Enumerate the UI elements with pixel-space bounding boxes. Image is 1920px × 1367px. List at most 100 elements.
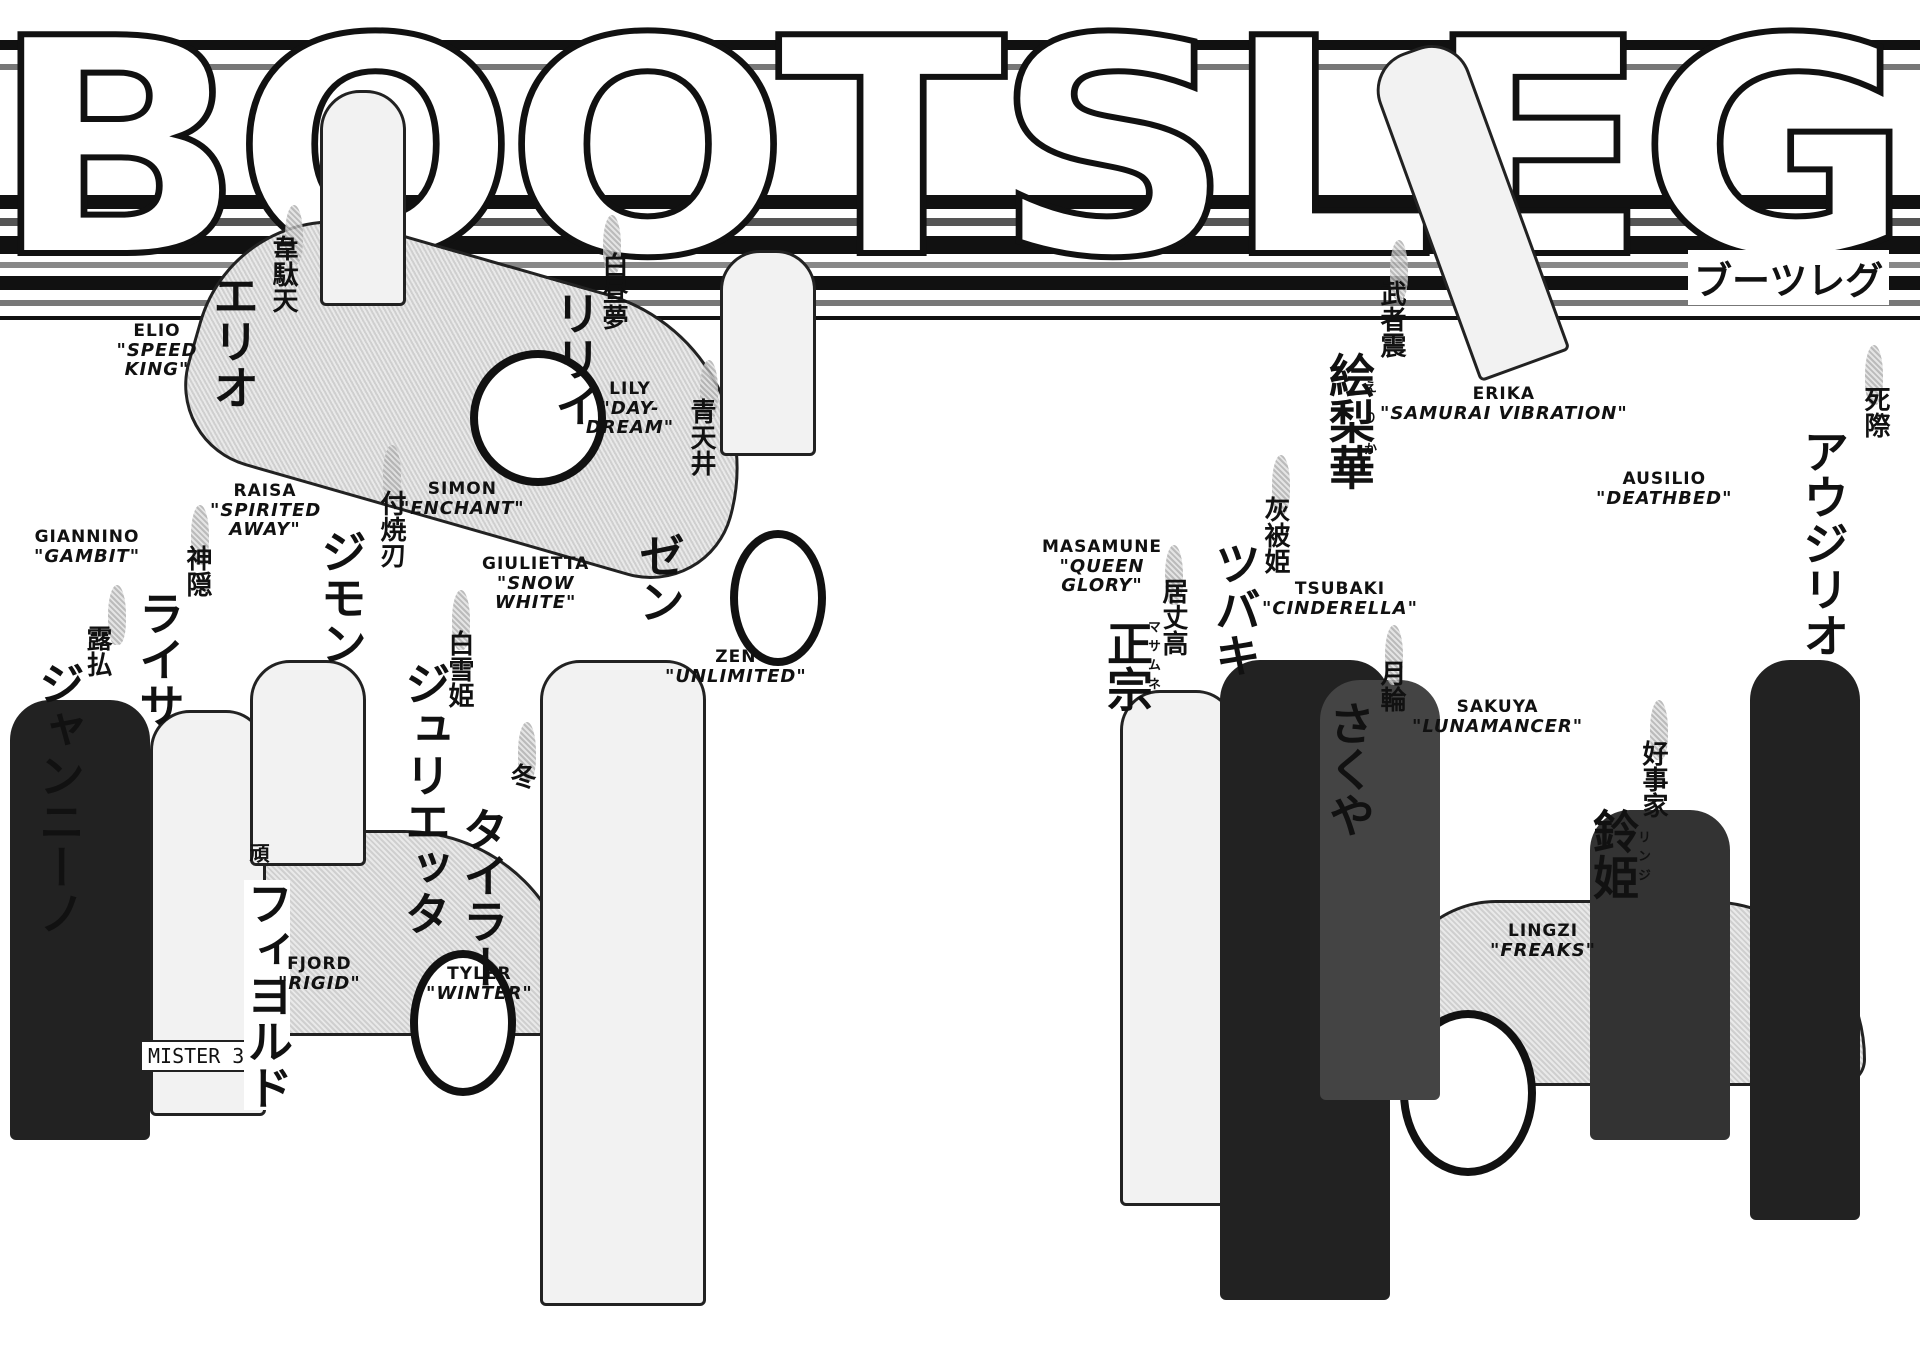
lingzi-jp-name: 鈴姫: [1586, 808, 1640, 900]
flame-icon: [700, 360, 718, 420]
giannino-jp-name: ジャンニーノ: [32, 660, 86, 936]
elio-kanji: 韋駄天: [268, 235, 298, 313]
raisa-kanji: 神隠: [182, 545, 212, 597]
simon-kanji: 付焼刃: [376, 490, 406, 568]
tyler-kanji: 冬: [506, 763, 536, 789]
masamune-jp-name: 正宗: [1100, 620, 1154, 712]
fjord-kanji: 頑: [246, 843, 270, 863]
simon-epithet: "ENCHANT": [400, 497, 525, 519]
raisa-epithet: "SPIRITED AWAY": [210, 499, 322, 541]
ausilio-jp-name: アウジリオ: [1796, 428, 1850, 658]
flame-icon: [518, 722, 536, 782]
giannino-epithet: "GAMBIT": [34, 545, 141, 567]
flame-icon: [1650, 700, 1668, 760]
elio-label: ELIO "SPEED KING": [112, 322, 202, 380]
flame-icon: [1390, 240, 1408, 300]
raisa-name: RAISA: [233, 481, 297, 501]
flame-icon: [383, 445, 401, 505]
sakuya-jp-name: さくや: [1322, 700, 1376, 838]
sakuya-label: SAKUYA "LUNAMANCER": [1412, 698, 1583, 736]
ausilio-figure: [1750, 660, 1860, 1220]
zen-label: ZEN "UNLIMITED": [665, 648, 807, 686]
giulietta-label: GIULIETTA "SNOW WHITE": [482, 555, 589, 613]
ausilio-name: AUSILIO: [1622, 469, 1707, 489]
masamune-label: MASAMUNE "QUEEN GLORY": [1042, 538, 1162, 596]
masamune-furigana: マサムネ: [1145, 620, 1160, 696]
flame-icon: [191, 505, 209, 565]
masamune-figure: [1120, 690, 1236, 1206]
lily-figure: [720, 250, 816, 456]
giannino-figure: [10, 700, 150, 1140]
elio-jp-name: エリオ: [206, 272, 260, 410]
zen-figure: [540, 660, 706, 1306]
fjord-name: FJORD: [287, 954, 352, 974]
flame-icon: [603, 215, 621, 275]
erika-epithet: "SAMURAI VIBRATION": [1380, 402, 1628, 424]
giulietta-kanji: 白雪姫: [444, 630, 474, 708]
erika-jp-name: 絵梨華: [1322, 352, 1376, 490]
elio-epithet: "SPEED KING": [116, 339, 198, 381]
simon-jp-name: ジモン: [314, 528, 368, 666]
car-wheel: [410, 950, 516, 1096]
tsubaki-kanji: 灰被姫: [1260, 496, 1290, 574]
tsubaki-name: TSUBAKI: [1294, 579, 1386, 599]
zen-name: ZEN: [715, 647, 757, 667]
car-plate: MISTER 30: [140, 1040, 265, 1072]
ausilio-kanji: 死際: [1860, 386, 1890, 438]
erika-kanji: 武者震: [1376, 280, 1406, 358]
giannino-kanji: 露払: [82, 625, 112, 677]
sakuya-epithet: "LUNAMANCER": [1412, 715, 1584, 737]
lingzi-epithet: "FREAKS": [1490, 939, 1597, 961]
erika-furigana: えりか: [1361, 380, 1376, 473]
masamune-epithet: "QUEEN GLORY": [1059, 555, 1145, 597]
lingzi-furigana: リンジ: [1635, 830, 1650, 887]
car-wheel: [470, 350, 606, 486]
lingzi-kanji: 好事家: [1638, 740, 1668, 818]
elio-figure: [320, 90, 406, 306]
elio-name: ELIO: [133, 321, 181, 341]
zen-kanji: 青天井: [686, 398, 716, 476]
raisa-label: RAISA "SPIRITED AWAY": [210, 482, 320, 540]
sakuya-name: SAKUYA: [1456, 697, 1539, 717]
flame-icon: [1385, 625, 1403, 685]
giannino-label: GIANNINO "GAMBIT": [34, 528, 140, 566]
flame-icon: [285, 205, 303, 265]
flame-icon: [452, 590, 470, 650]
simon-name: SIMON: [427, 479, 497, 499]
masamune-kanji: 居丈高: [1158, 578, 1188, 656]
tsubaki-jp-name: ツバキ: [1208, 540, 1262, 678]
tyler-name: TYLER: [447, 964, 512, 984]
fjord-jp-name: フィヨルド: [240, 880, 294, 1110]
tsubaki-epithet: "CINDERELLA": [1262, 597, 1418, 619]
fjord-epithet: "RIGID": [278, 972, 361, 994]
katakana-title: ブーツレグ: [1688, 250, 1890, 305]
zen-epithet: "UNLIMITED": [665, 665, 807, 687]
masamune-name: MASAMUNE: [1042, 537, 1163, 557]
lily-jp-name: リリイ: [548, 290, 602, 428]
raisa-jp-name: ライサ: [132, 590, 186, 728]
ausilio-epithet: "DEATHBED": [1596, 487, 1733, 509]
tyler-label: TYLER "WINTER": [426, 965, 533, 1003]
ausilio-label: AUSILIO "DEATHBED": [1596, 470, 1733, 508]
tyler-jp-name: タイラー: [456, 806, 510, 990]
erika-name: ERIKA: [1472, 384, 1536, 404]
sakuya-figure: [1320, 680, 1440, 1100]
lingzi-name: LINGZI: [1508, 921, 1579, 941]
car-wheel: [730, 530, 826, 666]
giulietta-name: GIULIETTA: [482, 554, 590, 574]
flame-icon: [1272, 455, 1290, 515]
flame-icon: [1165, 545, 1183, 605]
flame-icon: [108, 585, 126, 645]
fjord-figure: [250, 660, 366, 866]
fjord-label: FJORD "RIGID": [278, 955, 361, 993]
tyler-epithet: "WINTER": [426, 982, 533, 1004]
erika-label: ERIKA "SAMURAI VIBRATION": [1380, 385, 1628, 423]
lingzi-figure: [1590, 810, 1730, 1140]
sakuya-kanji: 月輪: [1376, 660, 1406, 712]
tsubaki-label: TSUBAKI "CINDERELLA": [1262, 580, 1418, 618]
zen-jp-name: ゼン: [632, 532, 686, 624]
flame-icon: [1865, 345, 1883, 405]
lily-epithet: "DAY-DREAM": [585, 397, 675, 439]
giulietta-epithet: "SNOW WHITE": [494, 572, 577, 614]
lily-label: LILY "DAY-DREAM": [580, 380, 680, 438]
